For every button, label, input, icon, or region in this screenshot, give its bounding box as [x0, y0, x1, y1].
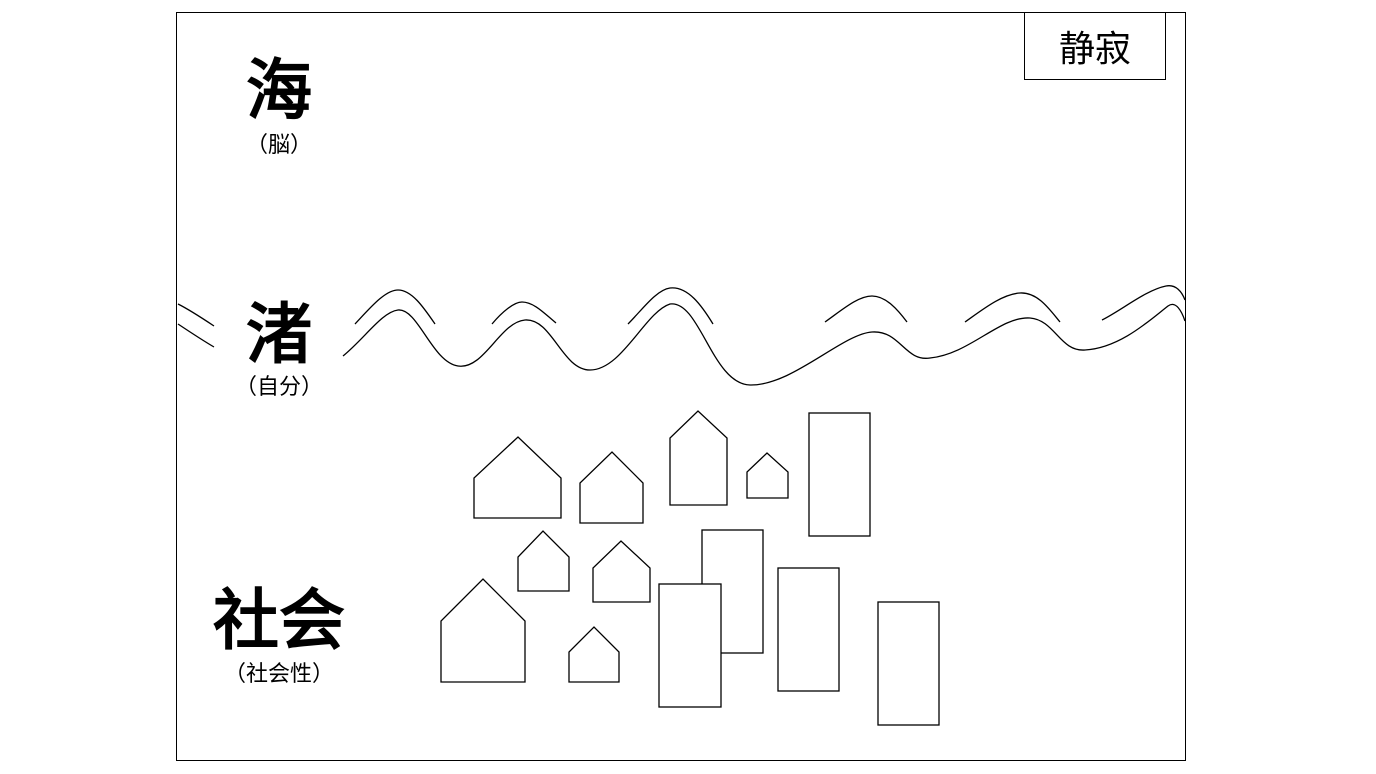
house-8	[568, 626, 620, 683]
shore-sublabel: （自分）	[234, 375, 323, 400]
house-1	[473, 436, 562, 519]
house-6	[592, 540, 651, 603]
buildings	[440, 410, 940, 726]
shore-label: 渚	[246, 296, 312, 373]
wave-main-line	[342, 303, 1186, 386]
building-3	[777, 567, 840, 692]
waves	[177, 285, 1186, 386]
wave-upper-5	[964, 292, 1061, 323]
sea-sublabel: （脳）	[245, 133, 312, 158]
wave-upper-4	[824, 295, 908, 323]
house-2	[579, 451, 644, 524]
house-5	[517, 530, 570, 592]
building-4	[877, 601, 940, 726]
building-1	[808, 412, 871, 537]
house-3	[669, 410, 728, 506]
wave-upper-3	[627, 287, 714, 325]
wave-left-upper	[177, 303, 215, 327]
wave-upper-6	[1101, 285, 1186, 321]
wave-upper-1	[354, 289, 436, 325]
wave-left-lower	[177, 323, 215, 348]
building-5	[658, 583, 722, 708]
house-7	[440, 578, 526, 683]
stamp-label: 静寂	[1024, 12, 1166, 80]
society-label: 社会	[213, 582, 345, 659]
sea-label: 海	[246, 52, 312, 129]
wave-upper-2	[491, 301, 557, 325]
diagram-frame	[176, 12, 1186, 761]
house-4	[746, 452, 789, 499]
society-sublabel: （社会性）	[223, 662, 334, 687]
